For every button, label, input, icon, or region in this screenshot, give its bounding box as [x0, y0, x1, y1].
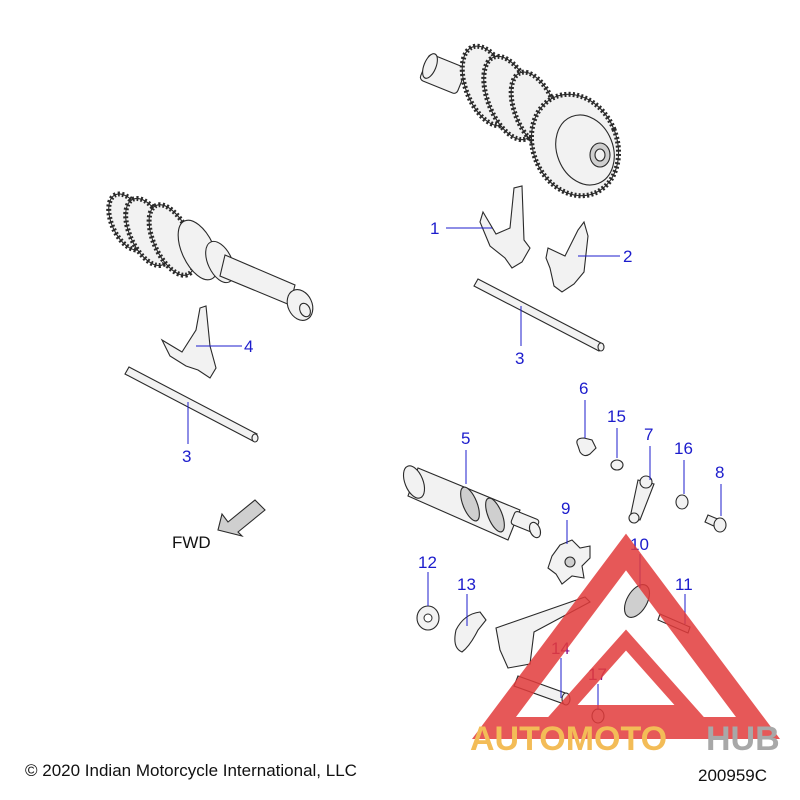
- callout-6: 6: [579, 379, 588, 398]
- callout-12: 12: [418, 553, 437, 572]
- shift-fork-4: [160, 305, 217, 379]
- shift-drum: [402, 465, 542, 541]
- callout-5: 5: [461, 429, 470, 448]
- diagram-id: 200959C: [698, 766, 768, 785]
- callout-1: 1: [430, 219, 439, 238]
- fwd-label: FWD: [172, 533, 211, 552]
- watermark-text-a: AUTOMOTO: [470, 720, 667, 758]
- automotohub-watermark: AUTOMOTO HUB: [470, 533, 780, 758]
- bushing-15: [610, 459, 624, 471]
- shift-fork-1: [479, 185, 531, 269]
- forward-arrow-icon: [217, 499, 266, 538]
- callout-3-upper: 3: [515, 349, 524, 368]
- callout-16: 16: [674, 439, 693, 458]
- callout-15: 15: [607, 407, 626, 426]
- shift-rail-lower: [124, 366, 259, 443]
- washer-16: [675, 494, 689, 510]
- spring-13-icon: [454, 611, 487, 653]
- shift-rail-upper: [473, 278, 605, 352]
- transmission-shaft-lower: [106, 191, 314, 321]
- callout-9: 9: [561, 499, 570, 518]
- callout-2: 2: [623, 247, 632, 266]
- washer-12-hole: [423, 613, 433, 623]
- shift-arm-7: [628, 475, 655, 524]
- watermark-text-b: HUB: [706, 720, 780, 758]
- callout-13: 13: [457, 575, 476, 594]
- callout-3-lower: 3: [182, 447, 191, 466]
- copyright-notice: © 2020 Indian Motorcycle International, …: [25, 761, 357, 780]
- callout-11: 11: [675, 575, 693, 594]
- bolt-8: [704, 514, 727, 533]
- callout-7: 7: [644, 425, 653, 444]
- transmission-shaft-upper: [419, 43, 622, 199]
- shift-fork-2: [545, 220, 589, 293]
- callout-8: 8: [715, 463, 724, 482]
- callout-4: 4: [244, 337, 253, 356]
- star-wheel-9: [547, 539, 591, 585]
- spring-6-icon: [576, 437, 597, 457]
- callout-numbers: 1 2 3 3 4 5 6 15 7 16 8 9 10 11 12 13 14…: [182, 219, 724, 684]
